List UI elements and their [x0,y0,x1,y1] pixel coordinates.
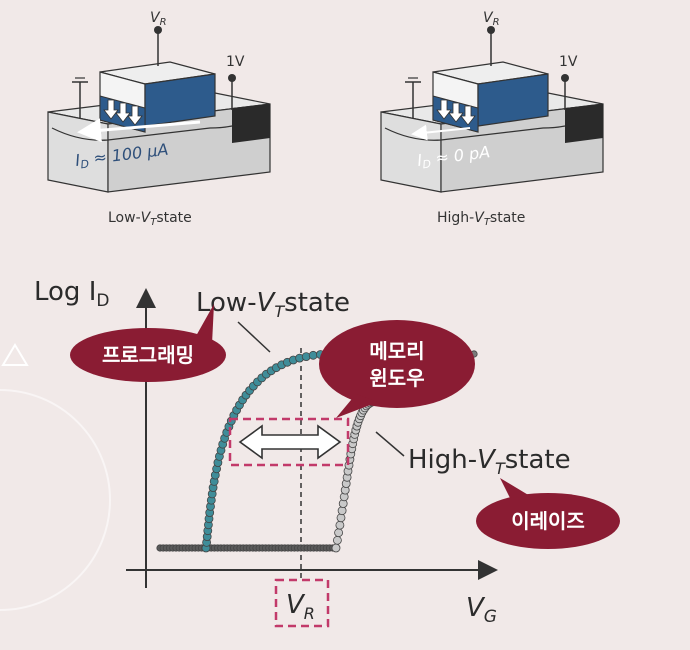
program-callout-text: 프로그래밍 [102,343,194,367]
current-arrow [411,124,471,141]
program-callout: 프로그래밍 [70,304,226,382]
device-low-vt: VR 1V ID ≈ 100 μA Low-VTstate [47,10,271,228]
gate-terminal [487,26,495,34]
gate-label: VR [150,10,167,28]
low-leader-line [237,321,271,353]
high-leader-line [375,431,405,457]
x-axis-label: VG [466,593,497,627]
gate-terminal [154,26,162,34]
low-vt-label: Low-VTstate [196,288,350,321]
charge-arrows [436,99,476,126]
drain-terminal [561,74,569,82]
gate-label: VR [483,10,500,28]
memory-window-box [228,417,350,467]
device-state-label: High-VTstate [437,210,525,228]
drain-label: 1V [559,54,578,70]
high-vt-dot [336,513,346,523]
drain-region [565,104,603,143]
high-vt-curve [331,397,377,553]
high-vt-dot [334,528,344,538]
high-vt-dot [335,520,345,530]
drain-terminal [228,74,236,82]
memory-window-arrow [238,424,342,460]
baseline-dots [156,544,340,552]
device-state-label: Low-VTstate [108,210,192,228]
erase-callout: 이레이즈 [476,478,620,549]
y-axis-label: Log ID [34,277,109,311]
vr-label: VR [286,590,315,623]
drain-region [232,104,270,143]
decor-ring [0,389,111,611]
charge-arrows [103,99,143,126]
memory-window-text-1: 메모리 [369,339,424,363]
memory-window-callout: 메모리 윈도우 [319,320,475,418]
low-vt-dot [308,350,318,360]
device-high-vt: VR 1V ID ≈ 0 pA High-VTstate [380,10,604,228]
decor-triangle [1,343,29,366]
memory-window-text-2: 윈도우 [369,366,424,390]
vr-box [274,578,330,628]
id-vg-plot: Log ID VG VR Low-VTstate High-VTstate 프로… [34,277,620,628]
high-vt-dot [331,543,341,553]
current-arrow [77,118,201,143]
high-vt-label: High-VTstate [408,445,571,478]
high-vt-dot [337,506,347,516]
high-vt-dot [332,535,342,545]
erase-callout-text: 이레이즈 [511,509,585,533]
drain-label: 1V [226,54,245,70]
